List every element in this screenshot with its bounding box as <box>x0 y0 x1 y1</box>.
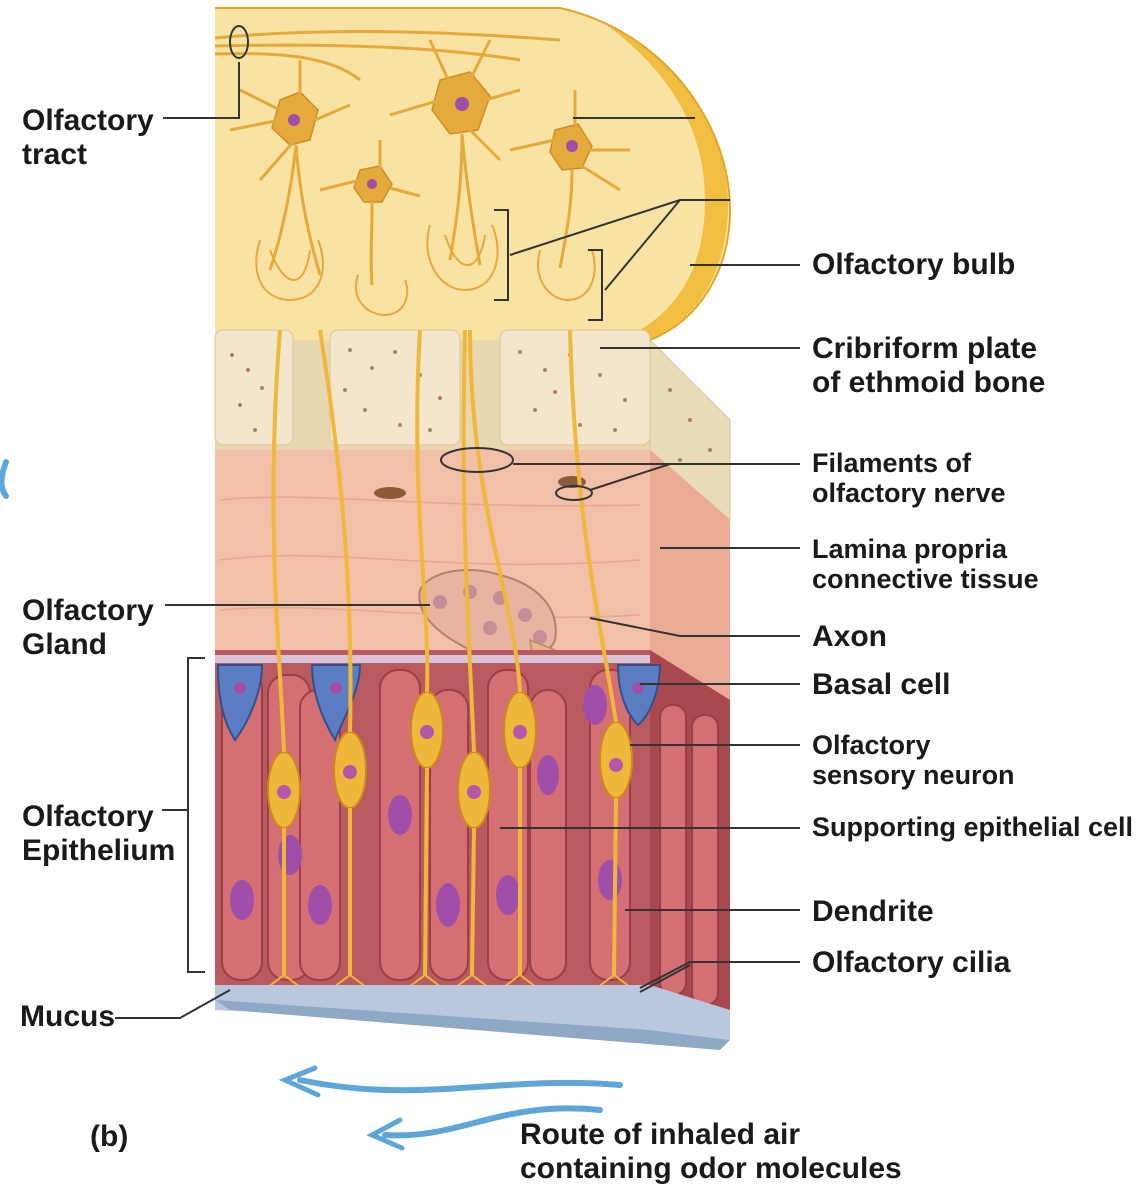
label-cribriform-plate: Cribriform plate of ethmoid bone <box>812 332 1045 399</box>
label-olfactory-epithelium: Olfactory Epithelium <box>22 800 175 867</box>
mucus-layer <box>215 985 730 1050</box>
label-olfactory-gland: Olfactory Gland <box>22 594 154 661</box>
label-lamina-propria: Lamina propria connective tissue <box>812 534 1039 594</box>
label-basal-cell: Basal cell <box>812 668 950 702</box>
edge-arrow-fragment <box>2 462 7 496</box>
label-axon: Axon <box>812 620 887 654</box>
label-olfactory-bulb: Olfactory bulb <box>812 248 1015 282</box>
label-olfactory-tract: Olfactory tract <box>22 104 154 171</box>
panel-letter: (b) <box>90 1120 128 1154</box>
olfactory-bulb-region <box>215 8 730 340</box>
label-mucus: Mucus <box>20 1000 115 1034</box>
label-sensory-neuron: Olfactory sensory neuron <box>812 730 1015 790</box>
label-olfactory-cilia: Olfactory cilia <box>812 946 1010 980</box>
label-supporting-cell: Supporting epithelial cell <box>812 812 1133 842</box>
label-filaments: Filaments of olfactory nerve <box>812 448 1006 508</box>
label-dendrite: Dendrite <box>812 895 934 929</box>
label-route-of-air: Route of inhaled air containing odor mol… <box>520 1118 902 1185</box>
